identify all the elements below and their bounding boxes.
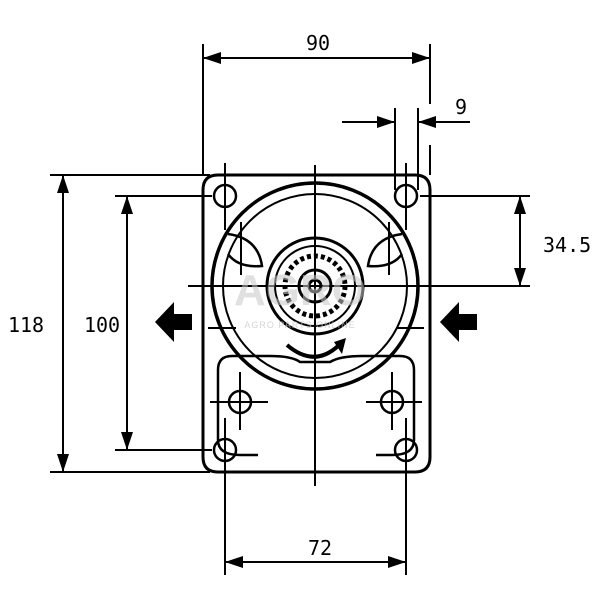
dim-label-overall-height: 118 [8,313,44,337]
dim-label-right-offset: 34.5 [543,233,591,257]
rotation-arrow-icon [285,338,346,359]
pilot-cutout-right [366,232,404,268]
watermark-logo: AGRO [234,266,366,315]
flange-outline [201,173,432,474]
dim-label-top-width: 90 [306,31,330,55]
watermark-caption: AGRO PARTS ONLINE [244,320,355,330]
dim-label-bottom-width: 72 [308,536,332,560]
arrow-left-icon [155,302,192,342]
arrow-left-icon [440,302,477,342]
dim-label-hole-offset: 9 [455,95,467,119]
pilot-cutout-left [226,232,264,268]
watermark: AGRO AGRO PARTS ONLINE [234,266,366,330]
dim-label-hole-spacing: 100 [84,313,120,337]
pilot-cutouts [226,232,404,268]
dimension-lines [57,52,526,568]
